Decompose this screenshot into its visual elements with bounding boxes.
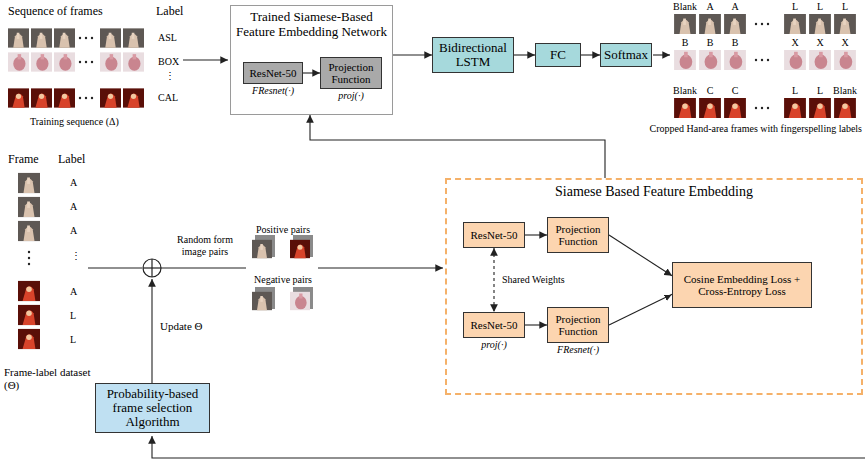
frame-label: A [70, 286, 77, 298]
figure-caption: Cropped Hand-area frames with fingerspel… [650, 123, 862, 135]
frame-label: B [707, 37, 714, 49]
box-label: ResNet-50 [470, 229, 517, 241]
frame-label: A [731, 1, 738, 13]
group-heading: Trained Siamese-Based Feature Embedding … [231, 6, 392, 40]
box-label: Probability-based frame selection Algori… [99, 387, 206, 430]
resnet-box: ResNet-50 [463, 222, 525, 248]
frame-label: A [706, 1, 713, 13]
sequence-label: ASL [158, 32, 177, 44]
frame-label: Blank [833, 85, 857, 97]
output-arrow [653, 54, 670, 55]
pairs-line [161, 267, 246, 268]
image-pairs [252, 235, 313, 310]
box-label: Projection Function [551, 313, 605, 337]
dataset-line [88, 267, 142, 268]
resnet-box: ResNet-50proj(·) [463, 312, 525, 338]
frame-label: X [791, 37, 798, 49]
fc-box: FC [535, 43, 581, 67]
connector [393, 54, 432, 55]
frame-label: C [732, 85, 739, 97]
ellipsis: ⋮ [165, 70, 175, 82]
frame-label: X [841, 37, 848, 49]
box-label: ResNet-50 [249, 67, 296, 79]
connector [525, 234, 547, 235]
loss-box: Cosine Embedding Loss + Cross-Entropy Lo… [672, 262, 812, 308]
frame-label: L [70, 334, 76, 346]
pair-label: Positive pairs [256, 224, 310, 236]
training-frames [8, 28, 144, 107]
function-label: proj(·) [481, 339, 506, 350]
box-label: Projection Function [324, 61, 378, 85]
output-frames [674, 14, 856, 118]
connector [581, 54, 600, 55]
frame-label: L [817, 85, 823, 97]
connector [609, 294, 672, 325]
frame-label: B [682, 37, 689, 49]
algorithm-box: Probability-based frame selection Algori… [95, 383, 210, 433]
ellipsis: ⋮ [71, 250, 81, 262]
connector [609, 235, 672, 276]
group-heading: Siamese Based Feature Embedding [447, 180, 861, 200]
box-label: ResNet-50 [470, 319, 517, 331]
frame-label: A [70, 225, 77, 237]
edge-label: Shared Weights [500, 274, 567, 286]
box-label: FC [550, 48, 566, 62]
connector [514, 54, 535, 55]
flow-note: Random form image pairs [165, 234, 245, 258]
frame-label: L [842, 1, 848, 13]
figure-caption: Training sequence (Δ) [30, 116, 119, 128]
sum-symbol [143, 259, 161, 277]
frame-label: L [792, 85, 798, 97]
projection-box: Projection FunctionFResnet(·) [547, 307, 609, 343]
frame-label: X [816, 37, 823, 49]
softmax-box: Softmax [600, 43, 652, 67]
sequence-label: CAL [158, 92, 178, 104]
pairs-arrow [318, 267, 443, 268]
siamese-group: Siamese Based Feature EmbeddingResNet-50… [445, 178, 863, 395]
column-title: Frame [8, 152, 39, 166]
frame-label: C [707, 85, 714, 97]
column-title: Label [156, 4, 183, 18]
box-label: Bidirectional LSTM [436, 41, 510, 70]
box-label: Cosine Embedding Loss + Cross-Entropy Lo… [676, 273, 808, 297]
sequence-label: BOX [158, 56, 179, 68]
frame-label: L [817, 1, 823, 13]
connector [310, 115, 605, 178]
network-group: Trained Siamese-Based Feature Embedding … [230, 5, 393, 115]
feedback-line [152, 436, 865, 458]
box-label: Projection Function [551, 223, 605, 247]
function-label: proj(·) [338, 90, 363, 101]
input-arrow [183, 59, 228, 60]
flow-note: Update Θ [160, 320, 202, 333]
frame-label: A [70, 177, 77, 189]
box-label: Softmax [604, 48, 648, 62]
frame-label: Blank [673, 1, 697, 13]
frame-label: Blank [673, 85, 697, 97]
frame-label: A [70, 201, 77, 213]
dataset-frames [18, 173, 40, 349]
connector [525, 324, 547, 325]
connector [303, 72, 320, 73]
function-label: FResnet(·) [557, 344, 599, 355]
frame-label: B [732, 37, 739, 49]
pair-label: Negative pairs [254, 274, 312, 286]
update-arrow [151, 279, 152, 383]
connector [493, 248, 494, 312]
projection-box: Projection Function [547, 217, 609, 253]
figure-caption: Frame-label dataset (Θ) [4, 366, 104, 392]
lstm-box: Bidirectional LSTM [432, 37, 514, 74]
resnet-box: ResNet-50FResnet(·) [243, 62, 303, 84]
projection-box: Projection Functionproj(·) [320, 57, 382, 89]
frame-label: L [792, 1, 798, 13]
function-label: FResnet(·) [252, 85, 294, 96]
column-title: Label [58, 152, 85, 166]
frame-label: L [70, 310, 76, 322]
section-title: Sequence of frames [8, 4, 103, 18]
